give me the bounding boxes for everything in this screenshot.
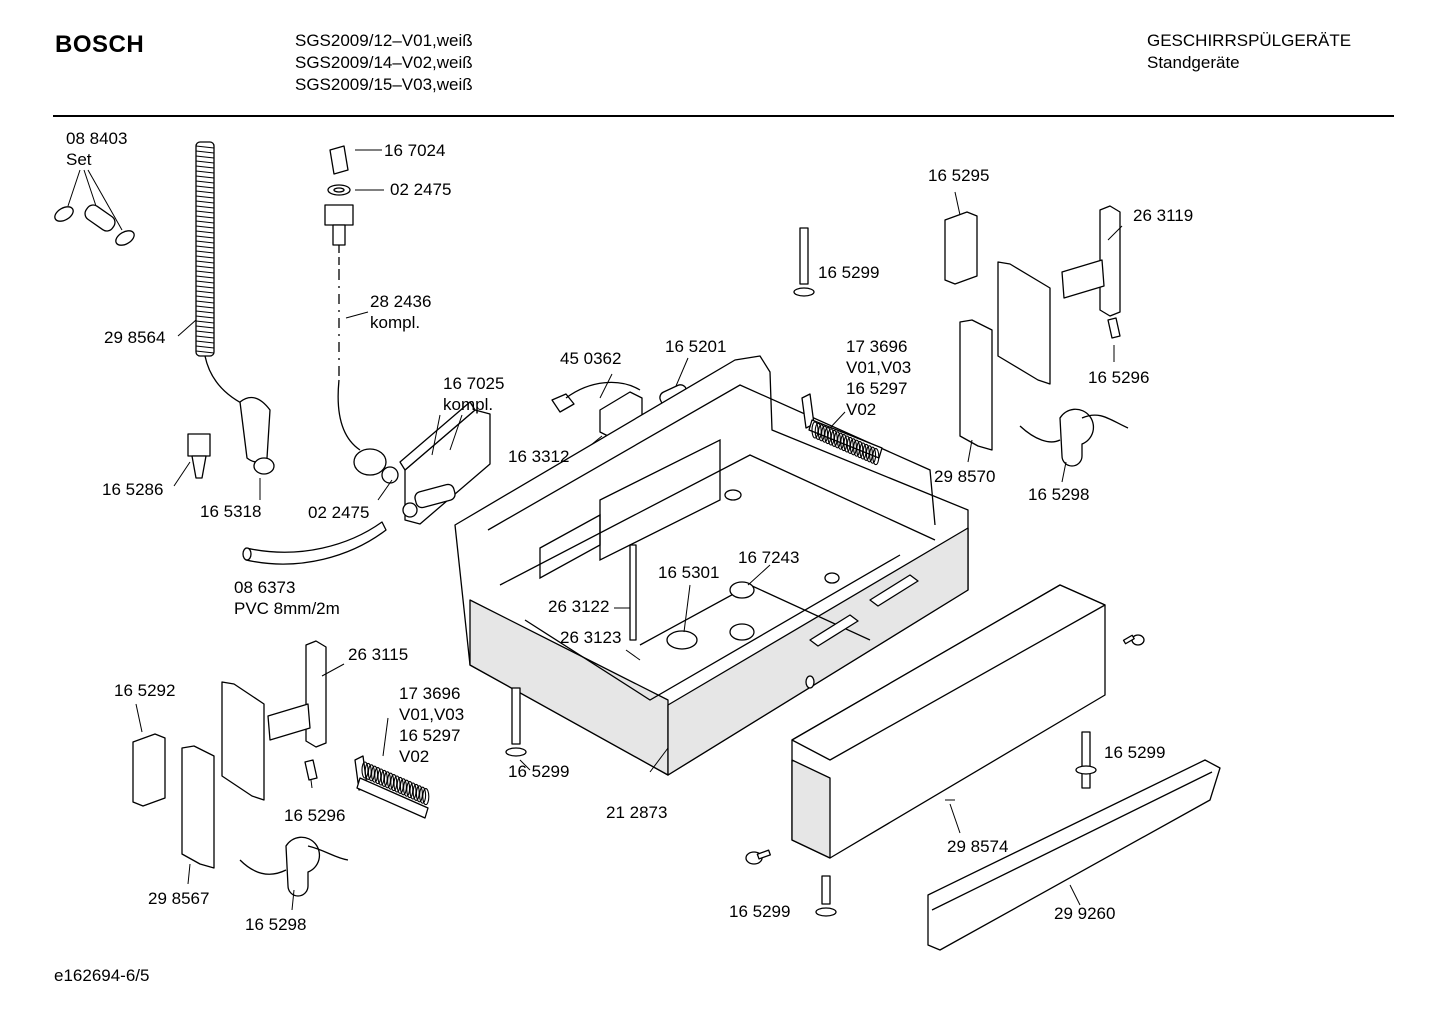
screw-side-part (1122, 634, 1145, 646)
valve-block-part (377, 401, 491, 525)
screw-middle-part (505, 687, 531, 771)
label-165297-b-note: V02 (399, 747, 429, 766)
label-165295: 16 5295 (928, 166, 989, 185)
label-165296-a: 16 5296 (1088, 368, 1149, 387)
category-subtitle: Standgeräte (1147, 53, 1240, 72)
pvc-tube-part (242, 521, 387, 565)
category-title: GESCHIRRSPÜLGERÄTE (1147, 31, 1352, 50)
label-165298-b: 16 5298 (245, 915, 306, 934)
label-263119: 26 3119 (1133, 206, 1193, 225)
label-165297-a-note: V02 (846, 400, 876, 419)
label-299260: 29 9260 (1054, 904, 1115, 923)
label-165299-b: 16 5299 (508, 762, 569, 781)
category-block: GESCHIRRSPÜLGERÄTE Standgeräte (1147, 30, 1351, 74)
label-282436-note: kompl. (370, 313, 420, 332)
label-165201: 16 5201 (665, 337, 726, 356)
hose-clamp-set-part (54, 169, 135, 246)
label-165299-d: 16 5299 (729, 902, 790, 921)
label-298564: 29 8564 (104, 328, 165, 347)
label-167025: 16 7025 (443, 374, 504, 393)
label-086373: 08 6373 (234, 578, 295, 597)
header-divider (53, 115, 1394, 117)
label-212873: 21 2873 (606, 803, 667, 822)
label-163312: 16 3312 (508, 447, 569, 466)
label-165318: 16 5318 (200, 502, 261, 521)
label-165299-a: 16 5299 (818, 263, 879, 282)
bosch-logo: BOSCH (55, 31, 145, 58)
label-173696-b-note: V01,V03 (399, 705, 464, 724)
model-line: SGS2009/15–V03,weiß (295, 75, 473, 94)
left-hinge-bracket-part (132, 640, 349, 911)
model-list: SGS2009/12–V01,weiß SGS2009/14–V02,weiß … (295, 30, 473, 96)
label-173696-a-note: V01,V03 (846, 358, 911, 377)
label-263115: 26 3115 (348, 645, 408, 664)
label-165299-c: 16 5299 (1104, 743, 1165, 762)
label-165301: 16 5301 (658, 563, 719, 582)
drain-hose-part (177, 141, 275, 475)
spring-right-part (801, 393, 883, 466)
model-line: SGS2009/14–V02,weiß (295, 53, 473, 72)
label-167025-note: kompl. (443, 395, 493, 414)
plinth-panel-part (791, 584, 1106, 859)
base-tub-part (454, 355, 969, 776)
label-173696-a: 17 3696 (846, 337, 907, 356)
label-088403: 08 8403 (66, 129, 127, 148)
screw-top-part (793, 227, 815, 297)
drawing-id: e162694-6/5 (54, 966, 150, 985)
label-167024: 16 7024 (384, 141, 445, 160)
inlet-hose-part (324, 145, 399, 484)
screw-bottom-part (745, 849, 837, 917)
label-022475-a: 02 2475 (390, 180, 451, 199)
label-263122: 26 3122 (548, 597, 609, 616)
label-165292: 16 5292 (114, 681, 175, 700)
part-labels: 08 8403 Set 29 8564 16 5286 16 5318 16 7… (66, 129, 1193, 934)
label-173696-b: 17 3696 (399, 684, 460, 703)
right-hinge-bracket-part (944, 191, 1129, 483)
label-086373-note: PVC 8mm/2m (234, 599, 340, 618)
screw-right-part (1075, 731, 1097, 789)
label-165297-b: 16 5297 (399, 726, 460, 745)
label-165286: 16 5286 (102, 480, 163, 499)
label-167243: 16 7243 (738, 548, 799, 567)
spring-left-part (354, 717, 430, 819)
check-valve-part (173, 433, 261, 500)
label-022475-b: 02 2475 (308, 503, 369, 522)
label-450362: 45 0362 (560, 349, 621, 368)
label-165297-a: 16 5297 (846, 379, 907, 398)
label-298570: 29 8570 (934, 467, 995, 486)
label-282436: 28 2436 (370, 292, 431, 311)
label-165296-b: 16 5296 (284, 806, 345, 825)
label-263123: 26 3123 (560, 628, 621, 647)
label-088403-note: Set (66, 150, 92, 169)
label-298574: 29 8574 (947, 837, 1008, 856)
kick-cover-part (927, 759, 1221, 951)
model-line: SGS2009/12–V01,weiß (295, 31, 473, 50)
label-165298-a: 16 5298 (1028, 485, 1089, 504)
label-298567: 29 8567 (148, 889, 209, 908)
